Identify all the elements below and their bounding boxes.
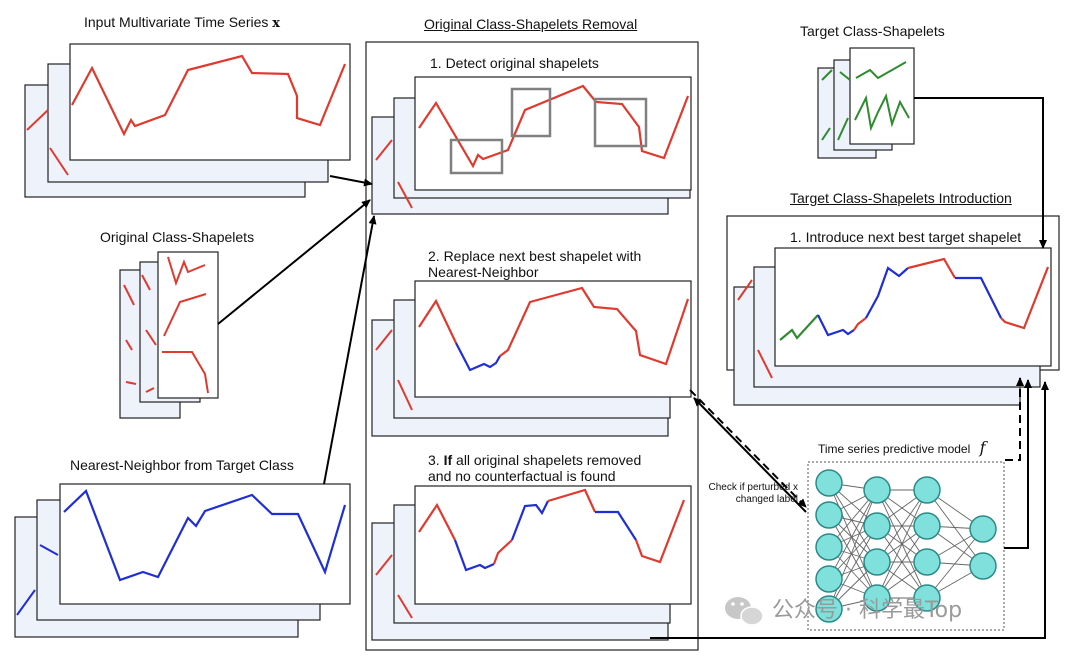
model-symbol: f xyxy=(979,438,986,457)
step3-if: If xyxy=(443,452,453,468)
nn-node xyxy=(863,476,891,504)
nn-edge xyxy=(828,525,878,610)
target-intro-title: Target Class-Shapelets Introduction xyxy=(790,190,1012,206)
nearest-neighbor-stack xyxy=(14,483,351,638)
nn-node xyxy=(815,565,843,593)
shapelet-box-2 xyxy=(510,87,552,138)
nn-edge xyxy=(876,489,928,599)
shapelet-box-3 xyxy=(593,97,648,148)
step1-label: 1. Detect original shapelets xyxy=(430,55,599,71)
nearest-neighbor-label: Nearest-Neighbor from Target Class xyxy=(70,457,294,473)
nearest-neighbor-line xyxy=(63,489,347,582)
nn-edge xyxy=(828,489,878,580)
step2-label-line2: Nearest-Neighbor xyxy=(428,264,539,280)
nn-node xyxy=(863,548,891,576)
nn-node xyxy=(969,515,997,543)
nn-node xyxy=(913,512,941,540)
nn-node xyxy=(815,595,843,623)
neural-network xyxy=(807,461,1005,631)
input-series-line xyxy=(71,54,347,137)
shapelet-box-1 xyxy=(449,138,504,175)
step1-stack xyxy=(371,76,692,215)
target-shapelets-label: Target Class-Shapelets xyxy=(800,23,945,39)
nn-edge xyxy=(828,514,878,599)
watermark-text: 公众号 · 科学最Top xyxy=(772,598,963,623)
original-shapelets-label: Original Class-Shapelets xyxy=(100,229,255,245)
nn-node xyxy=(913,584,941,612)
step2-blue-segment xyxy=(455,342,501,372)
input-symbol: x xyxy=(272,16,281,31)
step2-stack xyxy=(371,280,692,437)
nn-edge xyxy=(926,489,984,567)
nn-node xyxy=(913,476,941,504)
wechat-logo-icon xyxy=(725,597,764,626)
nn-node xyxy=(815,501,843,529)
target-shapelets-stack xyxy=(817,47,915,159)
nn-edge xyxy=(828,482,878,563)
nn-node xyxy=(815,533,843,561)
target-intro-stack xyxy=(733,247,1052,406)
nn-node xyxy=(969,552,997,580)
intro-step1-label: 1. Introduce next best target shapelet xyxy=(790,229,1022,245)
nn-edge xyxy=(876,525,928,599)
nn-node xyxy=(815,469,843,497)
predictive-model-label: Time series predictive model f xyxy=(818,438,986,457)
original-shapelets-stack xyxy=(119,251,219,419)
nn-node xyxy=(863,584,891,612)
nn-node xyxy=(913,548,941,576)
nn-edge xyxy=(926,528,984,599)
step3-label-line2: and no counterfactual is found xyxy=(428,468,616,484)
input-series-label: Input Multivariate Time Series x xyxy=(84,14,281,31)
input-series-stack xyxy=(24,43,351,198)
step3-label-line1: 3. If all original shapelets removed xyxy=(428,452,642,468)
step2-label-line1: 2. Replace next best shapelet with xyxy=(428,248,642,264)
nn-node xyxy=(863,512,891,540)
nn-edge xyxy=(828,482,878,599)
step3-stack xyxy=(371,485,692,641)
original-removal-title: Original Class-Shapelets Removal xyxy=(424,16,638,32)
removal-column-frame xyxy=(365,41,699,651)
arrows xyxy=(217,97,1049,639)
check-label: Check if perturbed x changed label xyxy=(708,482,799,505)
nn-edge xyxy=(876,489,928,563)
